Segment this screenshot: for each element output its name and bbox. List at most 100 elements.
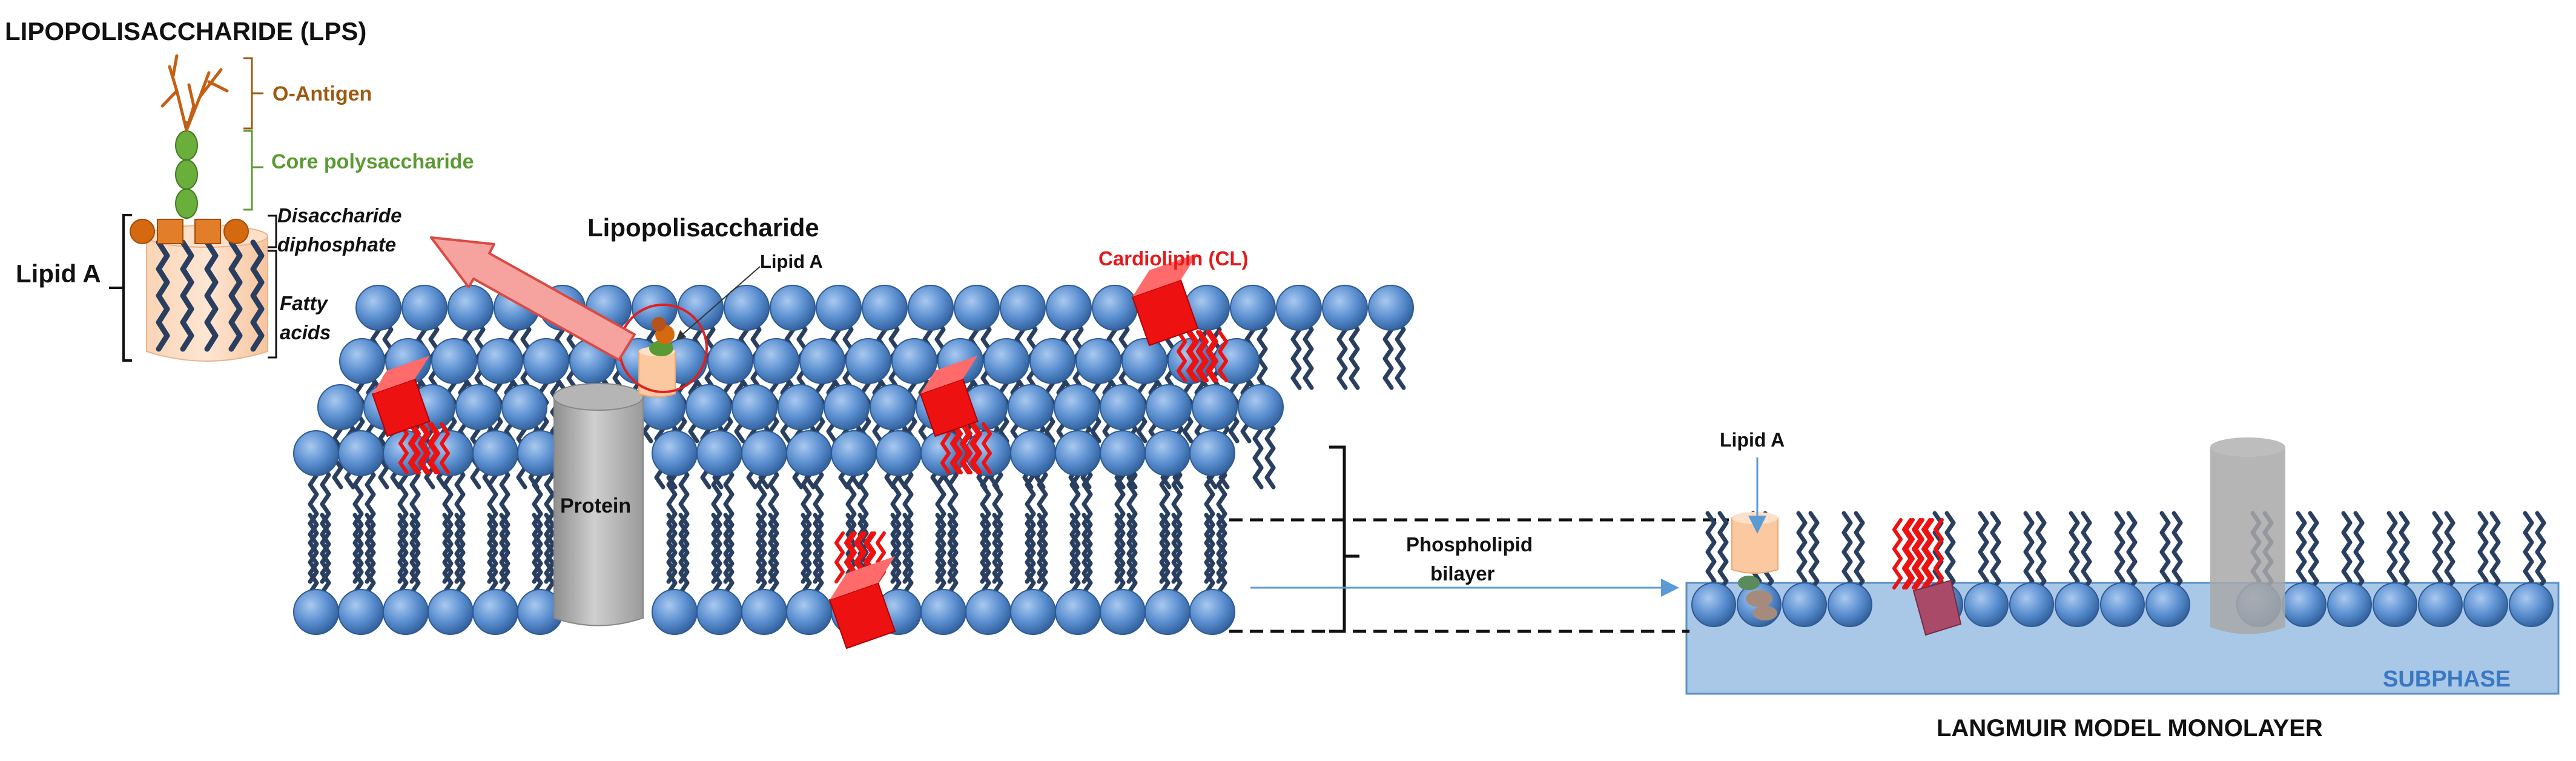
lipid-head <box>1100 589 1146 635</box>
cardiolipin-label: Cardiolipin (CL) <box>1098 247 1249 270</box>
lipid-head <box>1964 582 2009 627</box>
disaccharide-label-1: Disaccharide <box>277 204 402 227</box>
lipid-head <box>1276 285 1322 331</box>
lipid-head <box>1189 430 1235 476</box>
lipid-head <box>383 589 429 635</box>
lipid-head <box>523 338 569 384</box>
lipid-head <box>983 338 1029 384</box>
lipid-head <box>1322 285 1368 331</box>
lipid-head <box>1092 285 1138 331</box>
lipid-head <box>2282 582 2327 627</box>
disaccharide-label-2: diphosphate <box>277 233 397 256</box>
lipid-head <box>1100 430 1146 476</box>
lps-title: LIPOPOLISACCHARIDE (LPS) <box>5 17 367 45</box>
lipid-head <box>2509 582 2554 627</box>
lipid-head <box>652 430 698 476</box>
lipid-head <box>1782 582 1827 627</box>
membrane-protein <box>553 396 644 626</box>
lipid-head <box>1000 285 1046 331</box>
lipid-head <box>401 285 447 331</box>
fatty-acids-label-1: Fatty <box>280 292 328 314</box>
lipid-head <box>891 338 937 384</box>
lipid-head <box>778 384 824 430</box>
lipid-head <box>870 384 916 430</box>
lipid-head <box>2327 582 2372 627</box>
lipid-head <box>1238 384 1284 430</box>
lipid-head <box>293 430 339 476</box>
monolayer-cardiolipin <box>1912 579 1962 636</box>
lipid-head <box>845 338 891 384</box>
lipid-head <box>920 589 966 635</box>
lipid-a-membrane-label: Lipid A <box>760 251 823 272</box>
lipid-head <box>741 430 787 476</box>
lipid-head <box>1230 285 1276 331</box>
lipid-head <box>477 338 523 384</box>
lipid-head <box>339 338 385 384</box>
cardiolipin-molecule <box>828 556 896 650</box>
lipid-head <box>816 285 862 331</box>
cardiolipin-molecule <box>371 356 431 437</box>
lipid-head <box>696 589 742 635</box>
bilayer-bracket <box>1329 445 1346 633</box>
lipid-head <box>1010 430 1056 476</box>
lipid-head <box>732 384 778 430</box>
o-antigen-label: O-Antigen <box>272 82 372 105</box>
lipid-head <box>472 430 518 476</box>
monolayer-protein <box>2210 447 2285 634</box>
phospholipid-label-2: bilayer <box>1430 562 1495 585</box>
lipid-head <box>1075 338 1121 384</box>
lipid-head <box>338 589 384 635</box>
lipid-head <box>1121 338 1167 384</box>
lipid-head <box>2009 582 2054 627</box>
lipid-head <box>707 338 753 384</box>
lipid-head <box>1100 384 1146 430</box>
lipid-head <box>2100 582 2145 627</box>
lipid-head <box>1144 430 1191 476</box>
lipid-head <box>1828 582 1872 627</box>
lipid-head <box>2418 582 2463 627</box>
lipid-head <box>786 430 832 476</box>
lipid-head <box>753 338 799 384</box>
lipid-head <box>965 589 1011 635</box>
core-polysaccharide-label: Core polysaccharide <box>271 150 474 173</box>
lipid-head <box>455 384 501 430</box>
lipid-head <box>2055 582 2099 627</box>
lipid-head <box>431 338 477 384</box>
zoom-arrow <box>430 236 636 361</box>
lipid-head <box>954 285 1000 331</box>
lipid-head <box>786 589 832 635</box>
lipid-head <box>1189 589 1235 635</box>
lipid-head <box>1192 384 1238 430</box>
cardiolipin-molecule <box>1131 253 1199 347</box>
lipid-a-panel-label: Lipid A <box>16 259 101 288</box>
lipid-head <box>1691 582 1736 627</box>
lipid-head <box>2145 582 2190 627</box>
lipid-head <box>1368 285 1414 331</box>
lipid-head <box>908 285 954 331</box>
lps-structure-detail <box>109 54 277 362</box>
lipid-head <box>862 285 908 331</box>
lipid-head <box>824 384 870 430</box>
lipid-head <box>831 430 877 476</box>
lipid-head <box>472 589 518 635</box>
lipid-head <box>1054 384 1100 430</box>
lipid-head <box>1146 384 1192 430</box>
lipopolisaccharide-label: Lipopolisaccharide <box>587 213 819 242</box>
lipid-head <box>428 589 474 635</box>
lipid-head <box>338 430 384 476</box>
lipid-head <box>2373 582 2417 627</box>
subphase-label: SUBPHASE <box>2383 666 2511 692</box>
lipid-head <box>1055 589 1101 635</box>
lipid-head <box>293 589 339 635</box>
lipid-head <box>741 589 787 635</box>
lipid-head <box>652 589 698 635</box>
lipid-head <box>770 285 816 331</box>
lipid-head <box>696 430 742 476</box>
lipid-head <box>1046 285 1092 331</box>
lipid-head <box>1214 338 1260 384</box>
lps-in-membrane <box>638 351 676 397</box>
monolayer-lipid-a <box>1731 517 1778 574</box>
lipid-head <box>876 430 922 476</box>
lipid-head <box>678 285 724 331</box>
